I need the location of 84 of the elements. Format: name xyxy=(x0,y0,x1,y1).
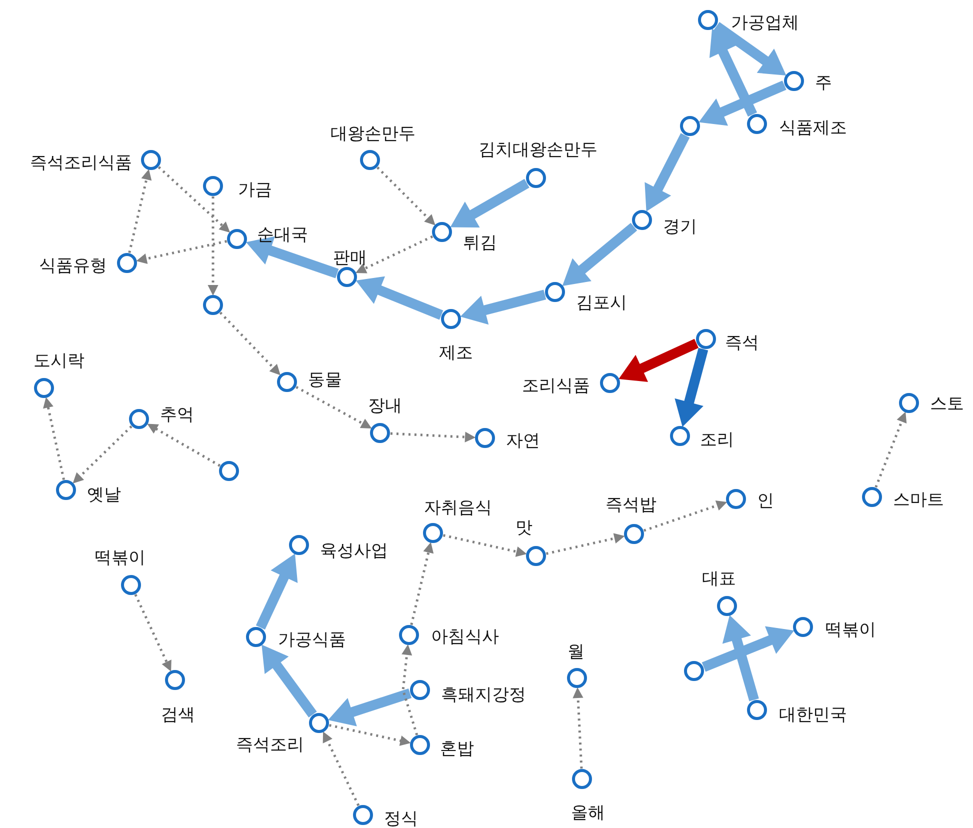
node-label: 가공식품 xyxy=(278,630,346,650)
node-label: 조리식품 xyxy=(522,376,590,396)
arrow xyxy=(208,196,218,295)
arrow xyxy=(390,432,475,442)
arrow xyxy=(134,594,172,671)
arrow xyxy=(328,688,412,726)
node-label: 자취음식 xyxy=(424,498,492,518)
node-label: 아침식사 xyxy=(431,627,499,647)
arrow xyxy=(714,22,786,76)
arrow xyxy=(329,724,410,746)
node-label: 스토 xyxy=(930,394,964,414)
node-label: 정식 xyxy=(384,809,418,828)
node-label: 장내 xyxy=(368,396,402,416)
node-label: 즉석조리 xyxy=(236,735,304,755)
arrow xyxy=(356,276,444,320)
arrow xyxy=(148,424,221,467)
node-label: 대왕손만두 xyxy=(330,124,416,144)
node-label: 즉석조리식품 xyxy=(30,153,132,173)
node-label: 스마트 xyxy=(893,490,944,510)
arrow xyxy=(322,732,360,806)
arrow xyxy=(442,534,526,557)
arrow xyxy=(296,386,372,428)
node-label: 김치대왕손만두 xyxy=(478,140,598,160)
arrow xyxy=(562,222,638,286)
arrow xyxy=(262,644,317,718)
node-label: 식품제조 xyxy=(779,118,847,138)
node-label: 자연 xyxy=(506,431,540,451)
arrow xyxy=(546,533,624,555)
node-circle xyxy=(684,661,704,681)
node-label: 검색 xyxy=(161,705,195,725)
arrow xyxy=(699,80,786,126)
node-label: 맛 xyxy=(516,518,532,538)
arrow xyxy=(73,425,132,484)
arrow xyxy=(246,236,339,278)
node-label: 즉석 xyxy=(725,333,759,353)
node-label: 육성사업 xyxy=(320,541,388,561)
arrow xyxy=(450,178,530,228)
arrow xyxy=(356,235,434,274)
node-label: 떡볶이 xyxy=(94,548,146,568)
node-label: 떡볶이 xyxy=(825,620,876,640)
node-label: 판매 xyxy=(333,248,367,268)
arrow xyxy=(644,133,690,212)
arrow xyxy=(722,616,759,702)
node-label: 인 xyxy=(757,491,774,511)
node-label: 흑돼지강정 xyxy=(441,685,526,705)
node-label: 조리 xyxy=(700,430,734,450)
arrow xyxy=(43,398,65,480)
node-circle xyxy=(680,116,700,136)
node-label: 가공업체 xyxy=(731,13,799,33)
node-label: 경기 xyxy=(663,217,697,237)
node-label: 순대국 xyxy=(257,225,308,245)
node-circle xyxy=(203,295,223,315)
arrow xyxy=(644,500,727,532)
node-label: 옛날 xyxy=(87,485,121,505)
arrow xyxy=(402,644,418,736)
node-label: 대한민국 xyxy=(779,705,847,725)
arrow xyxy=(874,412,907,488)
arrow xyxy=(710,29,758,117)
node-label: 추억 xyxy=(160,405,194,425)
node-label: 김포시 xyxy=(576,293,627,313)
arrow xyxy=(619,338,699,382)
node-label: 올해 xyxy=(571,803,605,823)
arrow xyxy=(376,166,436,226)
arrow xyxy=(128,170,152,254)
node-circle xyxy=(219,461,239,481)
node-label: 제조 xyxy=(439,343,473,363)
node-label: 동물 xyxy=(308,370,342,390)
arrow xyxy=(256,554,298,630)
arrow xyxy=(572,688,583,769)
node-label: 월 xyxy=(568,642,584,662)
arrow xyxy=(136,240,227,264)
node-label: 식품유형 xyxy=(39,256,107,276)
node-label: 혼밥 xyxy=(440,739,474,759)
node-label: 즉석밥 xyxy=(606,495,656,515)
node-label: 가금 xyxy=(238,180,272,200)
node-label: 대표 xyxy=(702,569,736,589)
arrow xyxy=(219,312,280,375)
arrow xyxy=(460,290,546,324)
arrow xyxy=(674,348,708,426)
arrow xyxy=(158,166,230,232)
node-label: 튀김 xyxy=(463,233,497,253)
node-label: 도시락 xyxy=(34,351,84,371)
node-label: 주 xyxy=(815,73,832,93)
arrow xyxy=(410,542,434,626)
